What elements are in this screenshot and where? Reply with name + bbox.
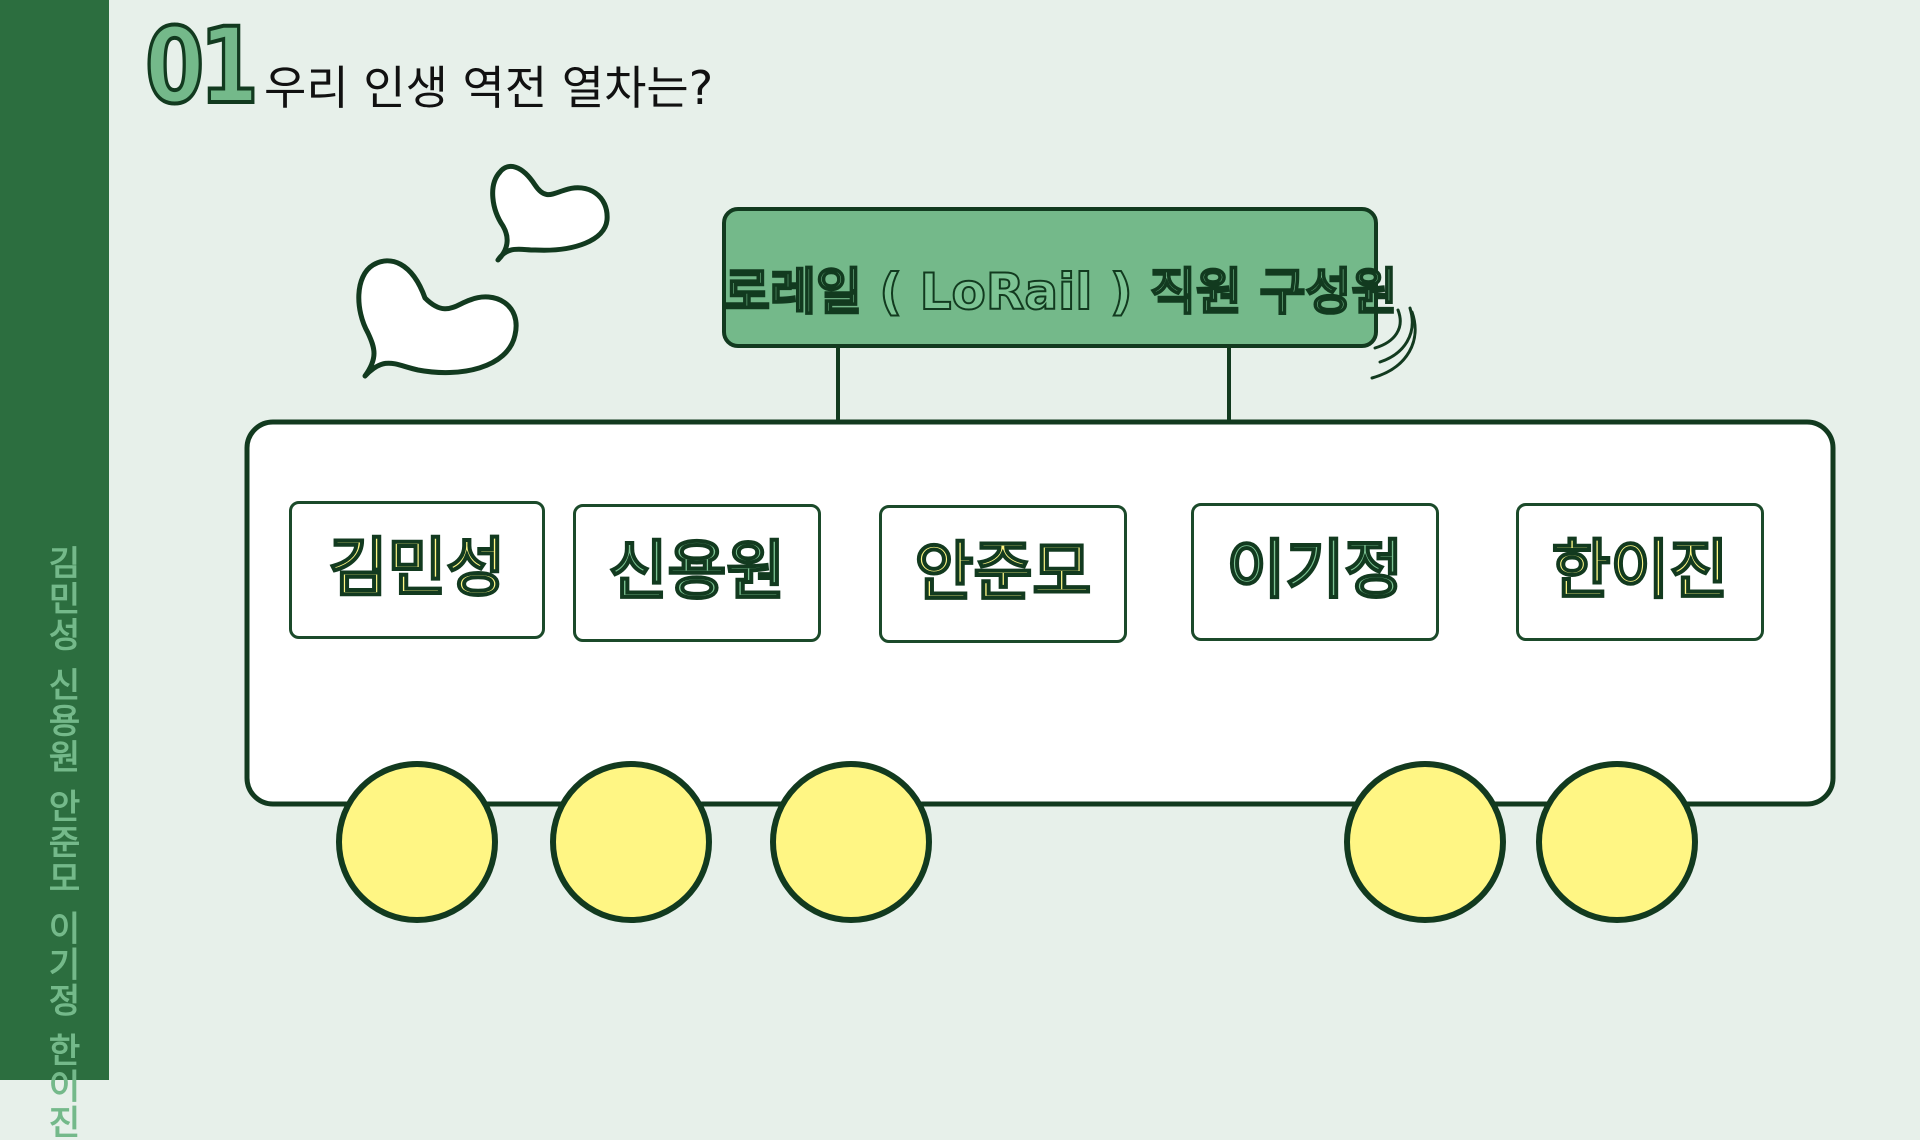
member-name: 이기정 [1226, 533, 1405, 609]
member-card: 이기정 [1191, 503, 1439, 641]
sidebar-member-names: 김민성 신용원 안준모 이기정 한이진 [41, 545, 81, 1140]
member-name: 김민성 [328, 531, 507, 607]
train-wheel [1536, 761, 1698, 923]
member-name: 안준모 [914, 535, 1093, 611]
train-wheel [1344, 761, 1506, 923]
train-wheel [336, 761, 498, 923]
heart-speech-bubble-icon [356, 258, 519, 379]
sign-board [722, 207, 1378, 348]
slide-title: 우리 인생 역전 열차는? [264, 61, 714, 115]
sidebar: 김민성 신용원 안준모 이기정 한이진 [0, 0, 109, 1140]
train-wheel [550, 761, 712, 923]
member-name: 한이진 [1551, 533, 1730, 609]
member-card: 한이진 [1516, 503, 1764, 641]
train-wheel [770, 761, 932, 923]
member-card: 신용원 [573, 504, 821, 642]
sign-label: 로레일 ( LoRail ) 직원 구성원 [723, 262, 1398, 322]
heart-speech-bubble-icon [490, 163, 610, 263]
member-card: 김민성 [289, 501, 545, 639]
member-name: 신용원 [608, 534, 787, 610]
motion-lines-icon [1370, 306, 1417, 380]
slide-number: 01 [143, 5, 260, 127]
member-card: 안준모 [879, 505, 1127, 643]
